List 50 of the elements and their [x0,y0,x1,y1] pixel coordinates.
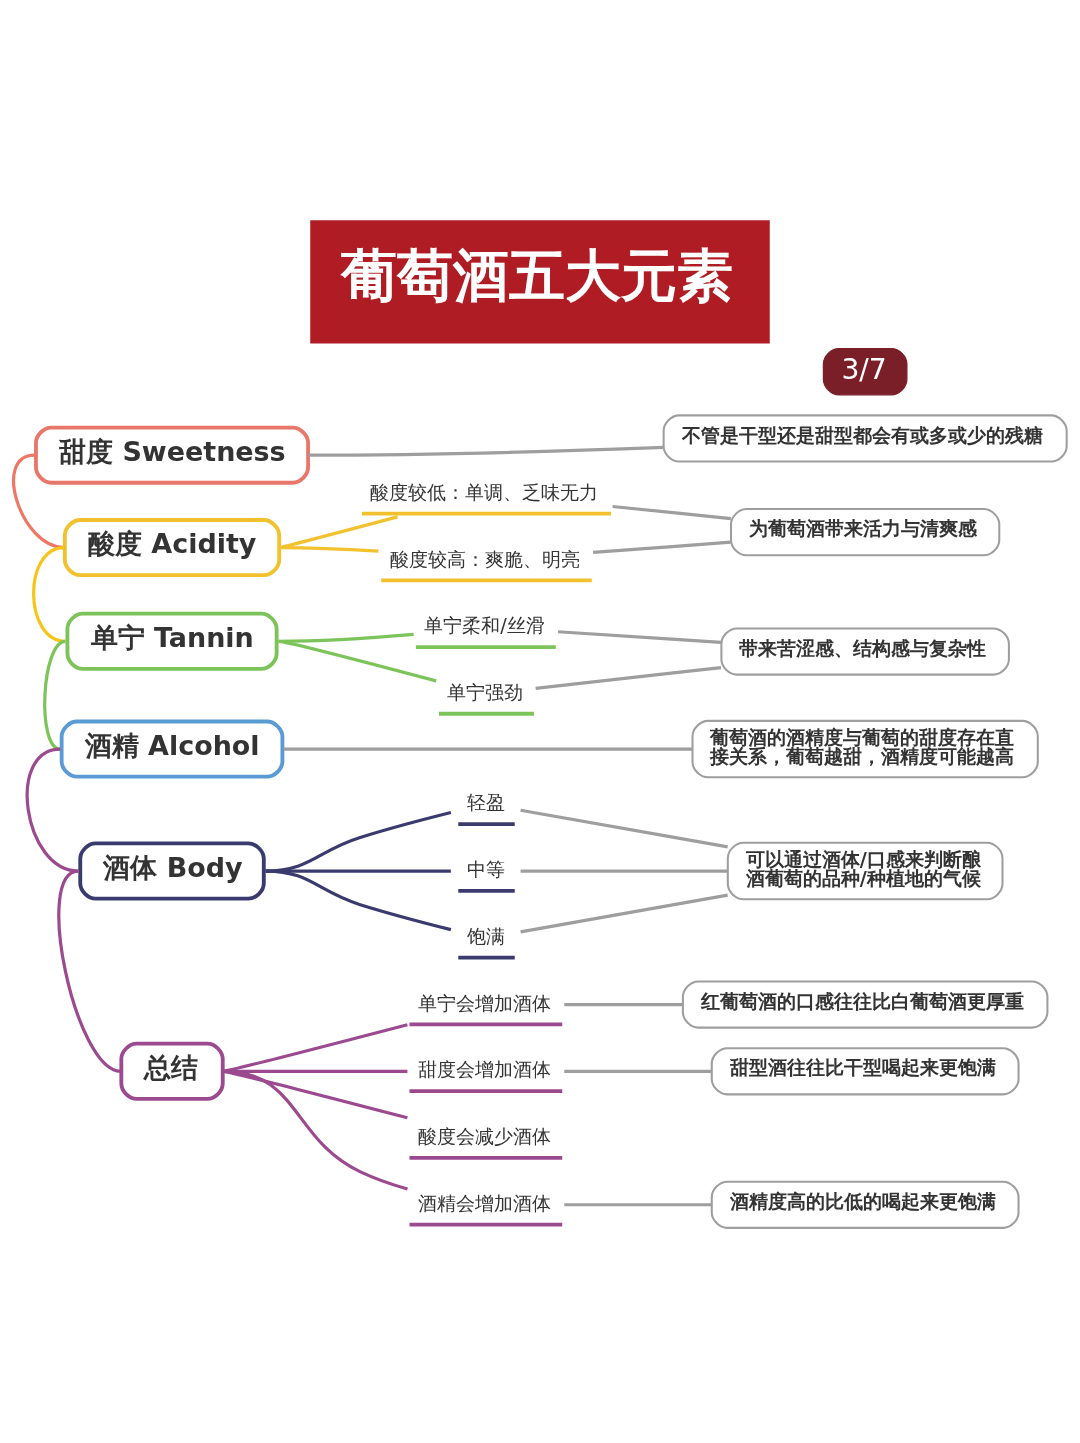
connector [283,747,693,751]
connector [223,1023,408,1073]
connector [223,1069,408,1191]
connector [557,630,722,644]
connector [43,639,67,751]
connector [308,445,664,457]
node-box: 3/7 [822,348,908,396]
node-box: 酒精 Alcohol [59,719,285,779]
node-box: 总结 [119,1041,225,1101]
node-box: 可以通过酒体/口感来判断酿酒葡萄的品种/种植地的气候 [726,841,1004,901]
connector [265,810,452,873]
connector [32,546,66,643]
connector [265,869,452,932]
node-box: 甜度 Sweetness [34,425,310,485]
diagram-title: 葡萄酒五大元素 [341,242,734,308]
connector [25,747,79,873]
node-text: 中等 [466,858,505,882]
connector [564,1002,683,1007]
node-text: 酸度较高：爽脆、明亮 [389,547,580,571]
node-text: 甜度会增加酒体 [417,1058,551,1082]
node-box: 为葡萄酒带来活力与清爽感 [730,508,1001,557]
node-text: 酸度会减少酒体 [417,1125,551,1149]
connector [520,893,728,934]
node-box: 甜型酒往往比干型喝起来更饱满 [710,1047,1020,1096]
node-box: 不管是干型还是甜型都会有或多或少的残糖 [662,414,1068,463]
connector [612,504,732,521]
connector [279,545,379,553]
node-text: 轻盈 [466,791,505,815]
node-box: 酒体 Body [78,841,266,901]
node-text: 单宁柔和/丝滑 [424,614,545,638]
connector [592,540,731,555]
connector [265,869,451,873]
node-text: 酸度较低：单调、乏味无力 [370,480,599,504]
node-box: 红葡萄酒的口感往往比白葡萄酒更厚重 [681,980,1049,1029]
node-box: 酒精度高的比低的喝起来更饱满 [710,1180,1020,1229]
node-box: 带来苦涩感、结构感与复杂性 [720,627,1010,676]
connector [57,869,122,1073]
connector [520,869,728,873]
node-box: 葡萄酒的酒精度与葡萄的甜度存在直接关系，葡萄越甜，酒精度可能越高 [691,719,1039,779]
node-box: 酸度 Acidity [62,518,282,578]
connector [535,666,722,691]
node-text: 单宁会增加酒体 [417,991,551,1015]
connector [564,1069,712,1073]
node-text: 酒精会增加酒体 [417,1191,551,1215]
connector [564,1203,712,1207]
node-text: 单宁强劲 [447,681,524,705]
node-text: 饱满 [466,924,505,948]
node-box: 单宁 Tannin [65,611,279,671]
connector [520,808,728,849]
connector [278,639,437,683]
